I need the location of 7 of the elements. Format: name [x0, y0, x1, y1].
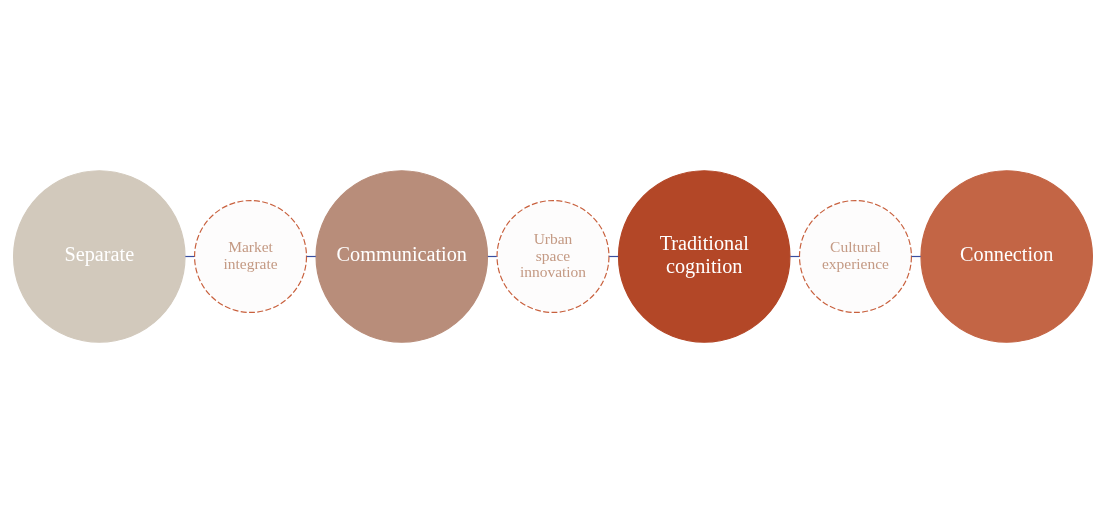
node-circle: Connection [920, 170, 1094, 343]
node-circle: Cultural experience [798, 199, 913, 314]
node-circle: Separate [12, 170, 186, 343]
node-circle: Market integrate [193, 199, 308, 314]
node-circle: Traditional cognition [617, 170, 791, 343]
node-circle: Communication [315, 170, 489, 343]
node-circle: Urban space innovation [496, 199, 610, 314]
